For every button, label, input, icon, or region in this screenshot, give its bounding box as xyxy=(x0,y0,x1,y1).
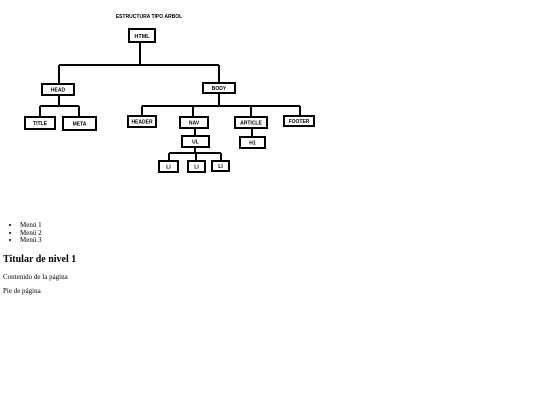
node-li-2: LI xyxy=(187,160,206,173)
menu-item: Menú 2 xyxy=(20,229,42,238)
menu-item: Menú 1 xyxy=(20,221,42,230)
node-article-label: ARTICLE xyxy=(240,121,262,127)
node-header-label: HEADER xyxy=(131,120,153,126)
page-footer: Pie de página xyxy=(3,287,41,295)
node-li-3: LI xyxy=(211,160,230,172)
node-title-label: TITLE xyxy=(33,121,48,127)
tree-edges xyxy=(39,42,301,161)
node-header: HEADER xyxy=(127,115,157,128)
node-h1-label: H1 xyxy=(249,141,256,147)
node-body-label: BODY xyxy=(212,86,227,92)
node-li-1: LI xyxy=(158,160,179,173)
node-nav-label: NAV xyxy=(189,121,200,127)
node-li-3-label: LI xyxy=(218,164,223,170)
menu-list: Menú 1 Menú 2 Menú 3 xyxy=(0,221,42,245)
page-heading: Titular de nivel 1 xyxy=(3,254,77,265)
node-meta: META xyxy=(62,116,97,131)
node-nav: NAV xyxy=(179,116,209,129)
node-html: HTML xyxy=(128,28,156,43)
node-footer-label: FOOTER xyxy=(289,119,310,125)
node-title: TITLE xyxy=(24,116,56,130)
diagram-title: ESTRUCTURA TIPO ARBOL xyxy=(116,14,182,20)
node-article: ARTICLE xyxy=(234,116,268,129)
node-li-2-label: LI xyxy=(194,165,199,171)
page-content: Contenido de la página xyxy=(3,273,68,281)
node-meta-label: META xyxy=(73,122,87,128)
node-body: BODY xyxy=(202,82,236,94)
node-ul: UL xyxy=(181,135,210,148)
tree-diagram: ESTRUCTURA TIPO ARBOL HTML HEAD B xyxy=(24,14,315,173)
node-ul-label: UL xyxy=(192,140,199,146)
node-html-label: HTML xyxy=(134,34,150,40)
menu-item: Menú 3 xyxy=(20,236,42,245)
node-h1: H1 xyxy=(239,136,266,149)
node-head: HEAD xyxy=(41,83,75,96)
node-footer: FOOTER xyxy=(283,115,315,127)
node-li-1-label: LI xyxy=(166,165,171,171)
node-head-label: HEAD xyxy=(51,88,66,94)
